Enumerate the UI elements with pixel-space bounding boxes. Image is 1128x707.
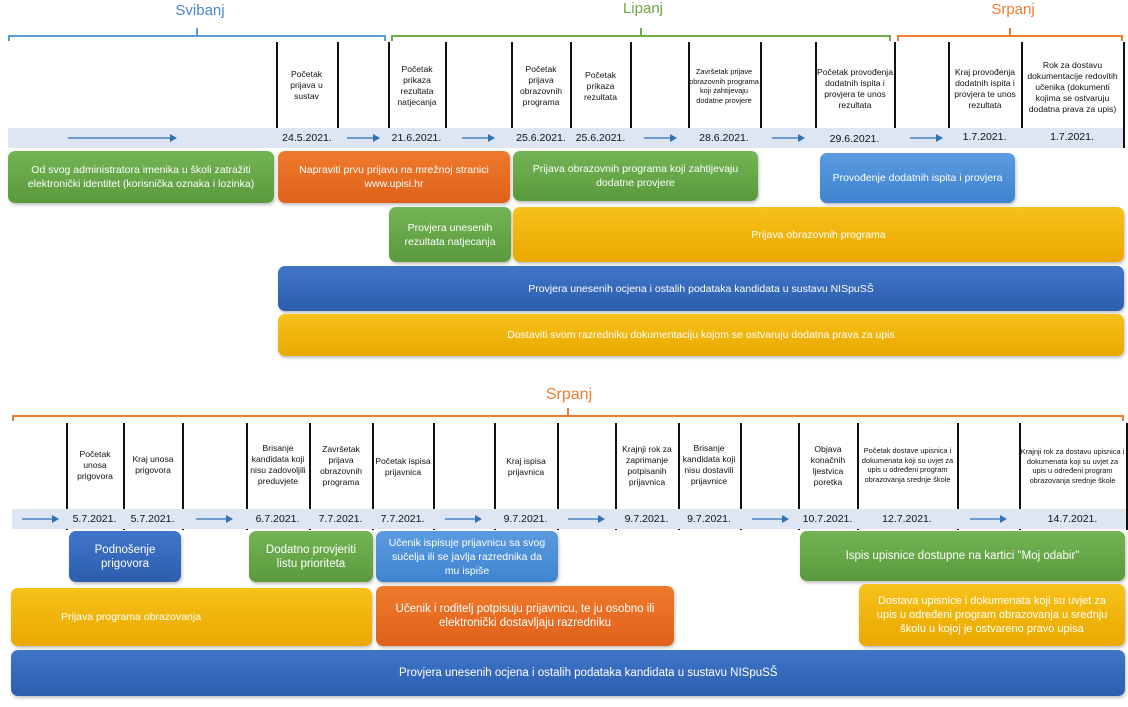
event-label: Početak dostave upisnica i dokumenata ko… [861,446,954,484]
activity-bar: Podnošenje prigovora [69,531,181,582]
event-date: 21.6.2021. [391,132,442,144]
event-label: Kraj ispisa prijavnica [506,456,546,477]
activity-bar: Od svog administratora imenika u školi z… [8,151,274,203]
event-label: Rok za dostavu dokumentacije redovitih u… [1027,59,1118,114]
bracket-srpanj [12,408,1124,421]
activity-bar: Učenik i roditelj potpisuju prijavnicu, … [376,586,674,646]
activity-bar: Provođenje dodatnih ispita i provjera [820,153,1015,203]
event-date: 7.7.2021. [380,513,425,525]
activity-bar: Dostaviti svom razredniku dokumentaciju … [278,314,1124,356]
bracket-srpanj [897,28,1123,41]
event-label: Početak prijava obrazovnih programa [519,64,563,107]
activity-bar: Učenik ispisuje prijavnicu sa svog sučel… [376,531,558,582]
activity-bar: Prijava programa obrazovanja [11,588,372,646]
event-date: 1.7.2021. [962,131,1007,143]
event-label: Krajnji rok za zaprimanje potpisanih pri… [622,444,672,487]
event-date: 25.6.2021. [516,132,566,144]
event-label: Početak unosa prigovora [77,448,113,481]
activity-bar: Prijava obrazovnih programa koji zahtije… [513,151,758,201]
arrow-icon [770,128,806,148]
arrow-icon [566,509,606,529]
arrow-icon [66,128,178,148]
activity-bar: Dostava upisnice i dokumenata koji su uv… [859,584,1125,646]
event-date: 1.7.2021. [1050,131,1094,143]
activity-bar: Ispis upisnice dostupne na kartici "Moj … [800,531,1125,581]
event-date: 7.7.2021. [318,513,363,525]
event-date: 12.7.2021. [882,513,932,525]
activity-bar: Provjera unesenih ocjena i ostalih podat… [11,650,1125,696]
arrow-icon [750,509,790,529]
event-date: 5.7.2021. [72,513,117,525]
month-label-srpanj: Srpanj [545,386,593,403]
event-date: 9.7.2021. [687,513,731,525]
event-date: 5.7.2021. [130,513,175,525]
arrow-icon [20,509,60,529]
event-label: Kraj provođenja dodatnih ispita i provje… [954,67,1016,110]
event-label: Objava konačnih ljestvica poretka [810,444,846,487]
event-date: 6.7.2021. [255,513,300,525]
activity-bar: Provjera unesenih ocjena i ostalih podat… [278,266,1124,311]
activity-bar: Prijava obrazovnih programa [513,207,1124,262]
arrow-icon [908,128,944,148]
arrow-icon [642,128,678,148]
event-date: 9.7.2021. [503,513,548,525]
activity-bar: Napraviti prvu prijavu na mrežnoj strani… [278,151,510,203]
event-label: Kraj unosa prigovora [132,454,174,475]
event-label: Brisanje kandidata koji nisu dostavili p… [682,443,736,486]
event-date: 14.7.2021. [1047,513,1098,525]
activity-bar: Dodatno provjeriti listu prioriteta [249,531,373,582]
event-label: Početak prikaza rezultata natjecanja [397,64,437,107]
event-label: Početak prijava u sustav [290,68,323,101]
arrow-icon [460,128,496,148]
date-band [8,128,1123,148]
event-label: Početak provođenja dodatnih ispita i pro… [817,67,893,110]
event-label: Završetak prijave obrazovnih programa ko… [689,67,759,105]
arrow-icon [443,509,483,529]
event-date: 29.6.2021. [829,133,880,145]
event-label: Brisanje kandidata koji nisu zadovoljili… [250,443,306,486]
arrow-icon [345,128,381,148]
event-label: Završetak prijava obrazovnih programa [319,444,363,487]
event-date: 10.7.2021. [802,513,853,525]
event-label: Početak ispisa prijavnica [375,456,431,477]
event-date: 28.6.2021. [699,132,749,144]
bracket-lipanj [391,28,891,41]
month-label-srpanj: Srpanj [991,1,1035,18]
activity-bar: Provjera unesenih rezultata natjecanja [389,207,511,262]
arrow-icon [194,509,234,529]
arrow-icon [968,509,1008,529]
month-label-svibanj: Svibanj [175,2,225,19]
event-label: Početak prikaza rezultata [584,69,617,102]
event-date: 25.6.2021. [575,132,626,144]
event-label: Krajnji rok za dostavu upisnica i dokume… [1020,447,1125,485]
bracket-svibanj [8,28,386,41]
month-label-lipanj: Lipanj [622,0,664,17]
event-date: 9.7.2021. [624,513,669,525]
event-date: 24.5.2021. [282,132,332,144]
